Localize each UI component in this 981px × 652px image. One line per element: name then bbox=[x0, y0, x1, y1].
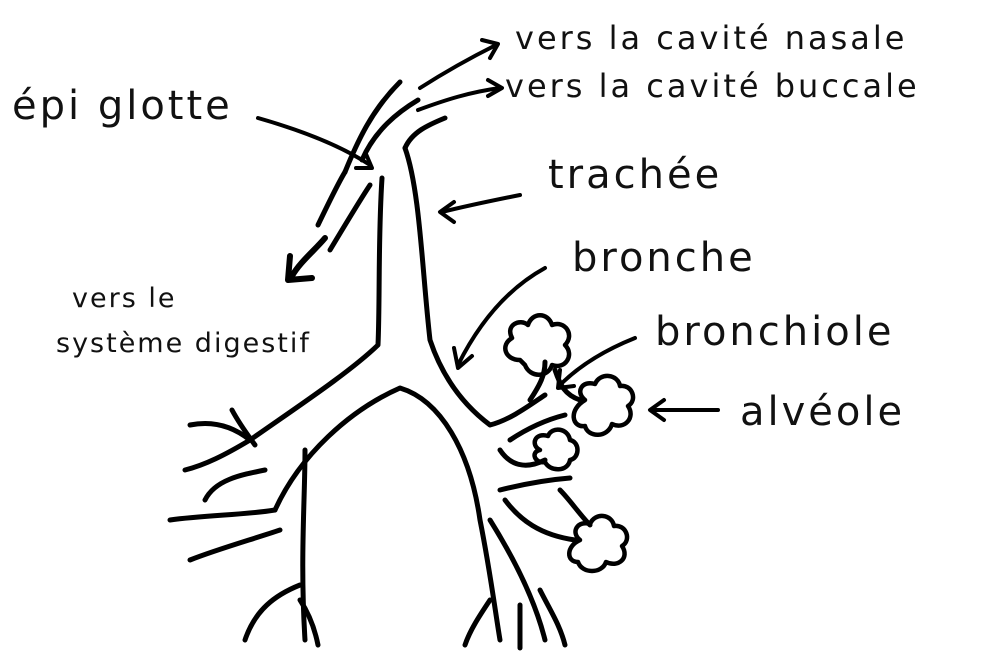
arrow-digestif bbox=[292, 238, 325, 276]
left-branch-twig-2 bbox=[232, 410, 255, 445]
oral-duct-inner bbox=[405, 118, 445, 148]
esophagus-left bbox=[318, 172, 345, 225]
label-alveole: alvéole bbox=[740, 392, 905, 432]
trachea-right-wall bbox=[405, 148, 545, 425]
left-branch-twig-3 bbox=[205, 470, 265, 500]
oral-duct-outer bbox=[362, 100, 418, 160]
alveolus-mid bbox=[535, 430, 578, 470]
label-nasal-cavity: vers la cavité nasale bbox=[515, 22, 907, 54]
alveoli bbox=[505, 315, 633, 571]
nasal-duct bbox=[345, 82, 400, 172]
right-branch-mid2 bbox=[505, 500, 575, 540]
label-bronchiole: bronchiole bbox=[655, 312, 894, 352]
arrow-buccal bbox=[418, 88, 500, 110]
alveolus-bottom bbox=[569, 516, 627, 571]
right-branch-lower-twig bbox=[560, 490, 590, 525]
left-branch-twig-4 bbox=[170, 510, 275, 520]
right-branch-twig-1 bbox=[465, 600, 490, 645]
left-branch-twig-6 bbox=[245, 585, 300, 640]
label-epiglotte: épi glotte bbox=[12, 86, 233, 126]
label-digestif-line2: système digestif bbox=[56, 330, 311, 357]
arrow-nasal bbox=[420, 45, 496, 88]
alveolus-right bbox=[574, 376, 633, 435]
alveolus-top bbox=[505, 315, 569, 375]
airway-outline bbox=[170, 148, 590, 648]
label-bronche: bronche bbox=[572, 238, 756, 278]
label-digestif-line1: vers le bbox=[72, 285, 176, 312]
label-buccal-cavity: vers la cavité buccale bbox=[505, 70, 920, 102]
carina bbox=[275, 388, 500, 640]
esophagus-right bbox=[330, 185, 370, 250]
left-branch-twig-5 bbox=[190, 530, 280, 560]
label-trachee: trachée bbox=[548, 155, 722, 195]
